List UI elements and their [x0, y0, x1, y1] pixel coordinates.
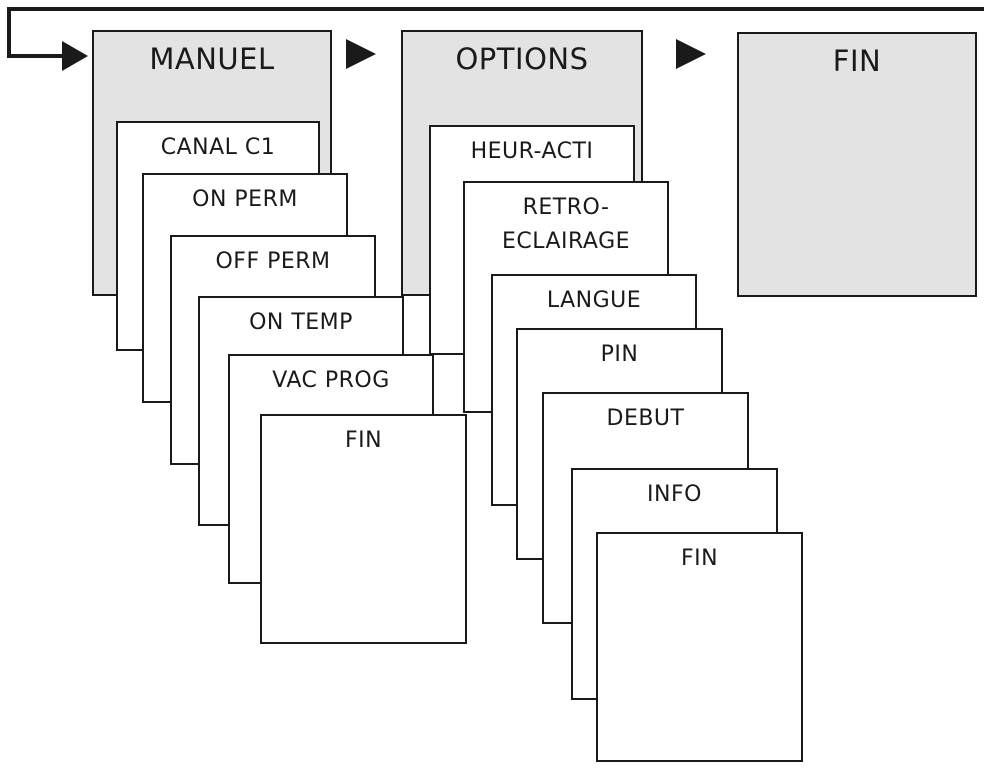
menu-manuel-title: MANUEL	[149, 42, 275, 76]
submenu-label: LANGUE	[546, 288, 642, 313]
submenu-label: DEBUT	[606, 406, 685, 431]
menu-fin[interactable]: FIN	[737, 32, 977, 297]
submenu-label: ON PERM	[192, 187, 298, 212]
submenu-label-line-1: RETRO-	[522, 195, 610, 220]
submenu-fin-options[interactable]: FIN	[596, 532, 803, 762]
arrow-to-fin-icon	[676, 39, 706, 69]
menu-fin-title: FIN	[832, 44, 882, 78]
submenu-label-line-2: ECLAIRAGE	[501, 229, 631, 254]
submenu-label: FIN	[344, 428, 383, 453]
submenu-label: HEUR-ACTI	[470, 139, 594, 164]
submenu-label: OFF PERM	[215, 249, 331, 274]
submenu-label: INFO	[647, 482, 702, 507]
arrow-to-options-icon	[346, 39, 376, 69]
submenu-label: PIN	[600, 342, 639, 367]
submenu-label: RETRO- ECLAIRAGE	[465, 191, 667, 259]
submenu-label: ON TEMP	[249, 310, 353, 335]
arrow-into-manuel-icon	[62, 41, 88, 71]
return-loop-line	[7, 7, 984, 58]
submenu-label: VAC PROG	[272, 368, 390, 393]
submenu-fin-manuel[interactable]: FIN	[260, 414, 467, 644]
submenu-label: CANAL C1	[160, 135, 276, 160]
menu-options-title: OPTIONS	[455, 42, 589, 76]
submenu-label: FIN	[680, 546, 719, 571]
